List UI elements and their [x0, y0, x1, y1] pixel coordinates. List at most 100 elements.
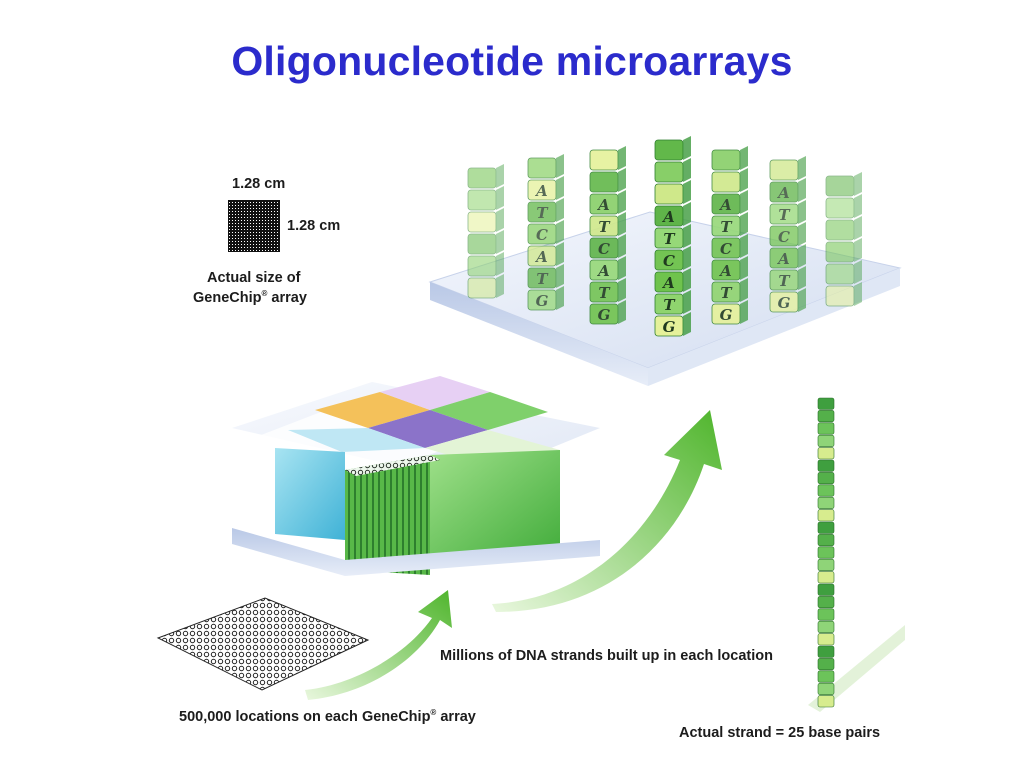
strand-base-pair	[817, 484, 835, 497]
dna-base-letter: A	[534, 182, 548, 200]
dna-base-letter: T	[663, 296, 676, 314]
locations-caption: 500,000 locations on each GeneChip® arra…	[179, 708, 476, 725]
strand-base-pair	[817, 534, 835, 547]
strand-base-pair	[817, 558, 835, 571]
strand-caption: Actual strand = 25 base pairs	[679, 725, 881, 741]
dna-base-letter: A	[661, 274, 675, 292]
feature-cube	[232, 376, 600, 576]
strand-base-pair	[817, 682, 835, 695]
dna-column	[825, 172, 862, 307]
strand-base-pair	[817, 571, 835, 584]
dna-base-letter: G	[598, 306, 611, 324]
dna-base-block	[589, 149, 619, 171]
dna-base-block-side	[618, 168, 626, 192]
strand-base-pair	[817, 670, 835, 683]
strand-base-pair	[817, 645, 835, 658]
dna-base-block-side	[496, 230, 504, 254]
dna-base-block-side	[496, 274, 504, 298]
dna-base-letter: A	[776, 184, 790, 202]
dna-base-block-side	[496, 208, 504, 232]
dna-base-block-side	[798, 266, 806, 290]
dna-base-letter: G	[778, 294, 791, 312]
dna-base-block	[467, 189, 497, 211]
dna-base-block-side	[798, 200, 806, 224]
strand-base-pair	[817, 620, 835, 633]
dna-base-block	[825, 285, 855, 307]
dna-base-block-side	[683, 312, 691, 336]
chip-height-label: 1.28 cm	[287, 218, 341, 234]
dna-base-block-side	[740, 234, 748, 258]
slide-title: Oligonucleotide microarrays	[231, 38, 793, 84]
strand-base-pair	[817, 596, 835, 609]
dna-base-letter: A	[596, 262, 610, 280]
registered-mark: ®	[261, 289, 268, 298]
dna-base-block-side	[740, 146, 748, 170]
dna-base-block-side	[618, 256, 626, 280]
dna-base-block-side	[854, 238, 862, 262]
dna-base-letter: A	[718, 196, 732, 214]
dna-base-letter: T	[778, 272, 791, 290]
strand-base-pair	[817, 546, 835, 559]
strand-base-pair	[817, 397, 835, 410]
dna-base-block-side	[618, 212, 626, 236]
dna-base-block	[769, 159, 799, 181]
strand-base-pair	[817, 608, 835, 621]
dna-base-block-side	[683, 246, 691, 270]
dna-base-block-side	[854, 194, 862, 218]
dna-base-block-side	[740, 300, 748, 324]
dna-base-block	[467, 255, 497, 277]
dna-base-block-side	[556, 264, 564, 288]
dna-base-block-side	[618, 278, 626, 302]
dna-base-block	[825, 175, 855, 197]
dna-base-letter: T	[536, 204, 549, 222]
dna-base-letter: C	[720, 240, 732, 258]
dna-base-letter: T	[720, 218, 733, 236]
strand-base-pair	[817, 509, 835, 522]
actual-size-caption-suffix: array	[267, 289, 307, 306]
dna-base-letter: G	[720, 306, 733, 324]
chip-width-label: 1.28 cm	[232, 176, 286, 192]
dna-base-block	[711, 149, 741, 171]
actual-size-caption-1: Actual size of	[207, 270, 301, 286]
dna-base-block-side	[798, 178, 806, 202]
dna-base-block-side	[618, 300, 626, 324]
actual-size-caption-brand: GeneChip	[193, 289, 262, 306]
strand-base-pair	[817, 422, 835, 435]
dna-base-block-side	[798, 222, 806, 246]
dna-base-block-side	[740, 256, 748, 280]
dna-base-block-side	[618, 234, 626, 258]
dna-base-block	[467, 233, 497, 255]
dna-base-letter: A	[596, 196, 610, 214]
strand-base-pair	[817, 410, 835, 423]
dna-base-block	[467, 167, 497, 189]
dna-base-block-side	[798, 156, 806, 180]
strand-base-pair	[817, 521, 835, 534]
dna-base-block-side	[854, 282, 862, 306]
dna-base-letter: A	[661, 208, 675, 226]
dna-base-block-side	[683, 136, 691, 160]
dna-base-block-side	[854, 260, 862, 284]
dna-base-letter: T	[663, 230, 676, 248]
dna-base-block-side	[496, 252, 504, 276]
dna-base-block-side	[854, 216, 862, 240]
dna-base-block-side	[798, 288, 806, 312]
dna-base-block-side	[854, 172, 862, 196]
dna-base-block-side	[618, 190, 626, 214]
chip-mesh	[156, 597, 370, 691]
dna-base-block	[825, 197, 855, 219]
dna-base-block-side	[556, 286, 564, 310]
dna-base-block-side	[740, 168, 748, 192]
chip-square	[228, 200, 280, 252]
strand-base-pair	[817, 496, 835, 509]
dna-base-block-side	[556, 176, 564, 200]
locations-caption-main: 500,000 locations on each GeneChip	[179, 708, 431, 725]
dna-base-block-side	[618, 146, 626, 170]
dna-base-letter: T	[536, 270, 549, 288]
dna-base-block-side	[556, 154, 564, 178]
dna-base-block	[825, 241, 855, 263]
